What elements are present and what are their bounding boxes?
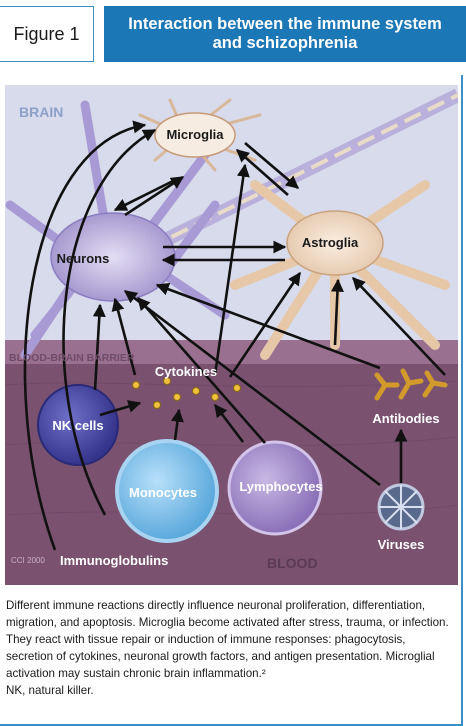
figure-frame bbox=[0, 75, 463, 726]
virus-particle bbox=[377, 483, 425, 531]
figure-title: Interaction between the immune system an… bbox=[104, 6, 466, 62]
antibodies-label: Antibodies bbox=[372, 411, 439, 426]
neurons-label: Neurons bbox=[57, 251, 110, 266]
monocytes-label: Monocytes bbox=[129, 485, 197, 500]
cytokines-label: Cytokines bbox=[155, 364, 217, 379]
nk-cells-label: NK cells bbox=[52, 418, 103, 433]
figure-label: Figure 1 bbox=[0, 6, 94, 62]
nk-cell bbox=[37, 384, 119, 466]
astroglia-cell bbox=[230, 180, 450, 360]
immunoglobulins-label: Immunoglobulins bbox=[60, 553, 168, 568]
credit-label: CCI 2000 bbox=[11, 556, 45, 565]
immune-schizophrenia-diagram: BRAIN BLOOD-BRAIN BARRIER BLOOD CCI 2000… bbox=[5, 85, 458, 585]
viruses-label: Viruses bbox=[378, 537, 425, 552]
lymphocyte-cell bbox=[227, 440, 323, 536]
lymphocytes-label: Lymphocytes bbox=[239, 479, 322, 494]
barrier-band bbox=[5, 340, 458, 364]
astroglia-label: Astroglia bbox=[302, 235, 359, 250]
figure-header: Figure 1 Interaction between the immune … bbox=[0, 0, 466, 75]
monocyte-cell bbox=[115, 439, 219, 543]
figure-caption: Different immune reactions directly infl… bbox=[6, 597, 454, 699]
blood-label: BLOOD bbox=[267, 555, 318, 571]
microglia-label: Microglia bbox=[166, 127, 224, 142]
antibody-shapes bbox=[374, 368, 448, 401]
caption-text: Different immune reactions directly infl… bbox=[6, 599, 449, 680]
barrier-label: BLOOD-BRAIN BARRIER bbox=[9, 352, 135, 364]
caption-abbreviation: NK, natural killer. bbox=[6, 684, 94, 697]
cytokine-dots bbox=[132, 377, 241, 409]
interaction-arrows bbox=[23, 120, 446, 551]
microglia-cell bbox=[138, 98, 262, 172]
neuron-cell bbox=[5, 100, 230, 360]
brain-label: BRAIN bbox=[19, 104, 63, 120]
